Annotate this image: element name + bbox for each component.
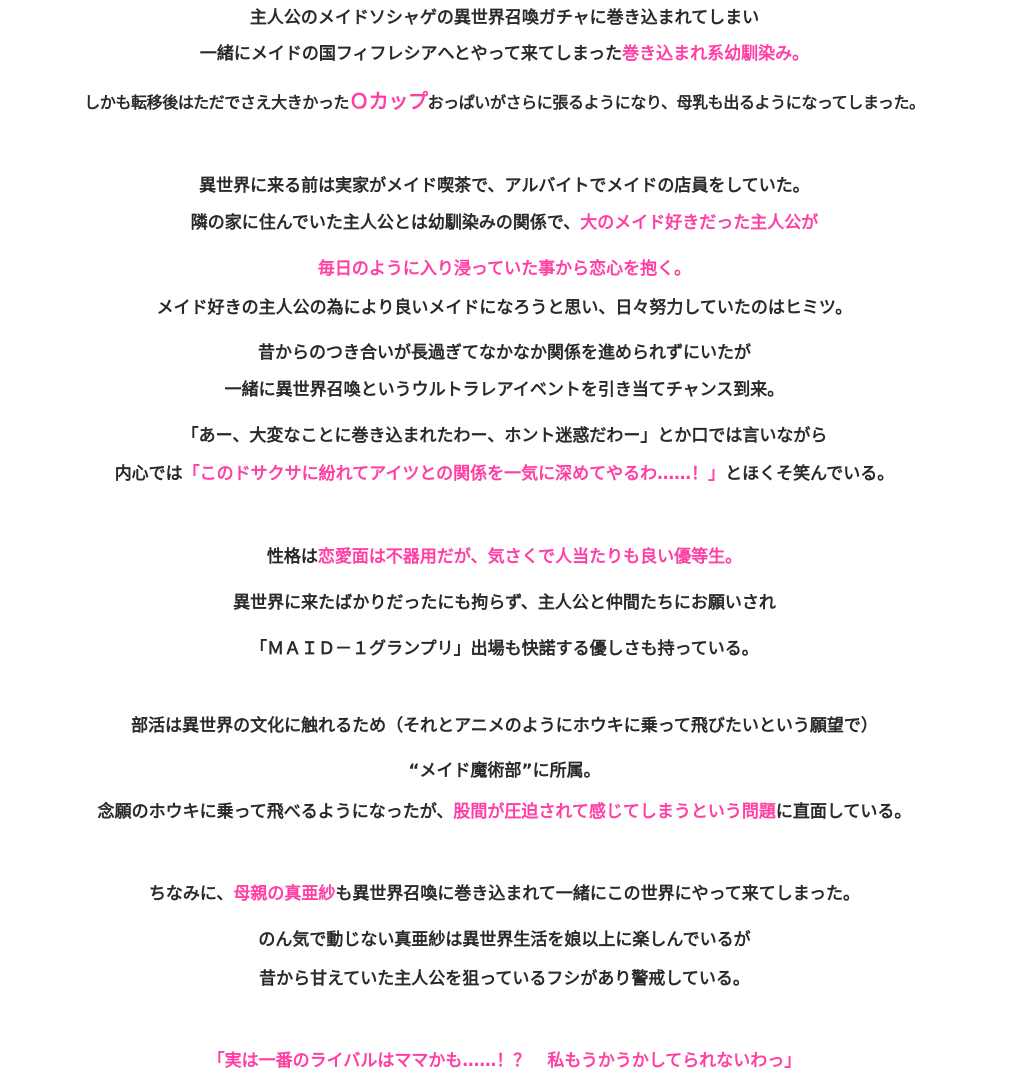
highlighted-text: 毎日のように入り浸っていた事から恋心を抱く。 [317, 259, 692, 279]
text-line-1: 主人公のメイドソシャゲの異世界召喚ガチャに巻き込まれてしまい [0, 3, 1009, 33]
text-line-10: 「あー、大変なことに巻き込まれたわー、ホント迷惑だわー」とか口では言いながら [0, 421, 1009, 451]
text-line-9: 一緒に異世界召喚というウルトラレアイベントを引き当てチャンス到来。 [0, 375, 1009, 405]
highlighted-text: 「実は一番のライバルはママかも……！？ 私もうかうかしてられないわっ」 [207, 1051, 802, 1071]
text-line-14: 「ＭＡＩＤ－１グランプリ」出場も快諾する優しさも持っている。 [0, 634, 1009, 664]
text-line-17: 念願のホウキに乗って飛べるようになったが、股間が圧迫されて感じてしまうという問題… [0, 797, 1009, 827]
body-text: 異世界に来る前は実家がメイド喫茶で、アルバイトでメイドの店員をしていた。 [199, 176, 810, 196]
body-text: に直面している。 [775, 802, 912, 822]
text-line-5: 隣の家に住んでいた主人公とは幼馴染みの関係で、大のメイド好きだった主人公が [0, 208, 1009, 238]
body-text: とほくそ笑んでいる。 [725, 464, 895, 484]
body-text: 一緒にメイドの国フィフレシアへとやって来てしまった [199, 44, 623, 64]
text-line-18: ちなみに、母親の真亜紗も異世界召喚に巻き込まれて一緒にこの世界にやって来てしまっ… [0, 879, 1009, 909]
body-text: のん気で動じない真亜紗は異世界生活を娘以上に楽しんでいるが [258, 930, 751, 950]
body-text: 念願のホウキに乗って飛べるようになったが、 [97, 802, 454, 822]
text-line-4: 異世界に来る前は実家がメイド喫茶で、アルバイトでメイドの店員をしていた。 [0, 171, 1009, 201]
body-text: 一緒に異世界召喚というウルトラレアイベントを引き当てチャンス到来。 [224, 380, 785, 400]
text-line-12: 性格は恋愛面は不器用だが、気さくで人当たりも良い優等生。 [0, 542, 1009, 572]
text-line-7: メイド好きの主人公の為により良いメイドになろうと思い、日々努力していたのはヒミツ… [0, 293, 1009, 323]
body-text: 性格は [266, 547, 318, 567]
body-text: 異世界に来たばかりだったにも拘らず、主人公と仲間たちにお願いされ [233, 593, 776, 613]
body-text: 「ＭＡＩＤ－１グランプリ」出場も快諾する優しさも持っている。 [250, 639, 759, 659]
body-text: “メイド魔術部”に所属。 [408, 761, 601, 781]
body-text: ちなみに、 [148, 884, 234, 904]
body-text: 主人公のメイドソシャゲの異世界召喚ガチャに巻き込まれてしまい [249, 8, 760, 28]
highlighted-text: 恋愛面は不器用だが、気さくで人当たりも良い優等生。 [317, 547, 743, 567]
highlighted-text: 巻き込まれ系幼馴染み。 [622, 44, 810, 64]
text-line-6: 毎日のように入り浸っていた事から恋心を抱く。 [0, 254, 1009, 284]
text-line-20: 昔から甘えていた主人公を狙っているフシがあり警戒している。 [0, 964, 1009, 994]
text-line-11: 内心では「このドサクサに紛れてアイツとの関係を一気に深めてやるわ……！」とほくそ… [0, 459, 1009, 489]
highlighted-text: 股間が圧迫されて感じてしまうという問題 [453, 802, 776, 822]
text-line-3: しかも転移後はただでさえ大きかったＯカップおっぱいがさらに張るようになり、母乳も… [0, 86, 1009, 116]
body-text: 昔からのつき合いが長過ぎてなかなか関係を進められずにいたが [258, 343, 751, 363]
body-text: 昔から甘えていた主人公を狙っているフシがあり警戒している。 [259, 969, 750, 989]
text-line-13: 異世界に来たばかりだったにも拘らず、主人公と仲間たちにお願いされ [0, 588, 1009, 618]
highlighted-text: Ｏカップ [349, 89, 428, 113]
body-text: 内心では [114, 464, 183, 484]
body-text: 隣の家に住んでいた主人公とは幼馴染みの関係で、 [190, 213, 581, 233]
body-text: メイド好きの主人公の為により良いメイドになろうと思い、日々努力していたのはヒミツ… [156, 298, 853, 318]
text-line-8: 昔からのつき合いが長過ぎてなかなか関係を進められずにいたが [0, 338, 1009, 368]
highlighted-text: 大のメイド好きだった主人公が [580, 213, 819, 233]
text-line-19: のん気で動じない真亜紗は異世界生活を娘以上に楽しんでいるが [0, 925, 1009, 955]
highlighted-text: 「このドサクサに紛れてアイツとの関係を一気に深めてやるわ……！」 [182, 464, 726, 484]
body-text: も異世界召喚に巻き込まれて一緒にこの世界にやって来てしまった。 [335, 884, 861, 904]
body-text: しかも転移後はただでさえ大きかった [84, 93, 350, 112]
text-line-21: 「実は一番のライバルはママかも……！？ 私もうかうかしてられないわっ」 [0, 1046, 1009, 1076]
body-text: 「あー、大変なことに巻き込まれたわー、ホント迷惑だわー」とか口では言いながら [181, 426, 828, 446]
body-text: おっぱいがさらに張るようになり、母乳も出るようになってしまった。 [427, 93, 926, 112]
text-line-15: 部活は異世界の文化に触れるため（それとアニメのようにホウキに乗って飛びたいという… [0, 711, 1009, 741]
text-line-2: 一緒にメイドの国フィフレシアへとやって来てしまった巻き込まれ系幼馴染み。 [0, 39, 1009, 69]
body-text: 部活は異世界の文化に触れるため（それとアニメのようにホウキに乗って飛びたいという… [131, 716, 878, 736]
highlighted-text: 母親の真亜紗 [233, 884, 336, 904]
text-line-16: “メイド魔術部”に所属。 [0, 756, 1009, 786]
